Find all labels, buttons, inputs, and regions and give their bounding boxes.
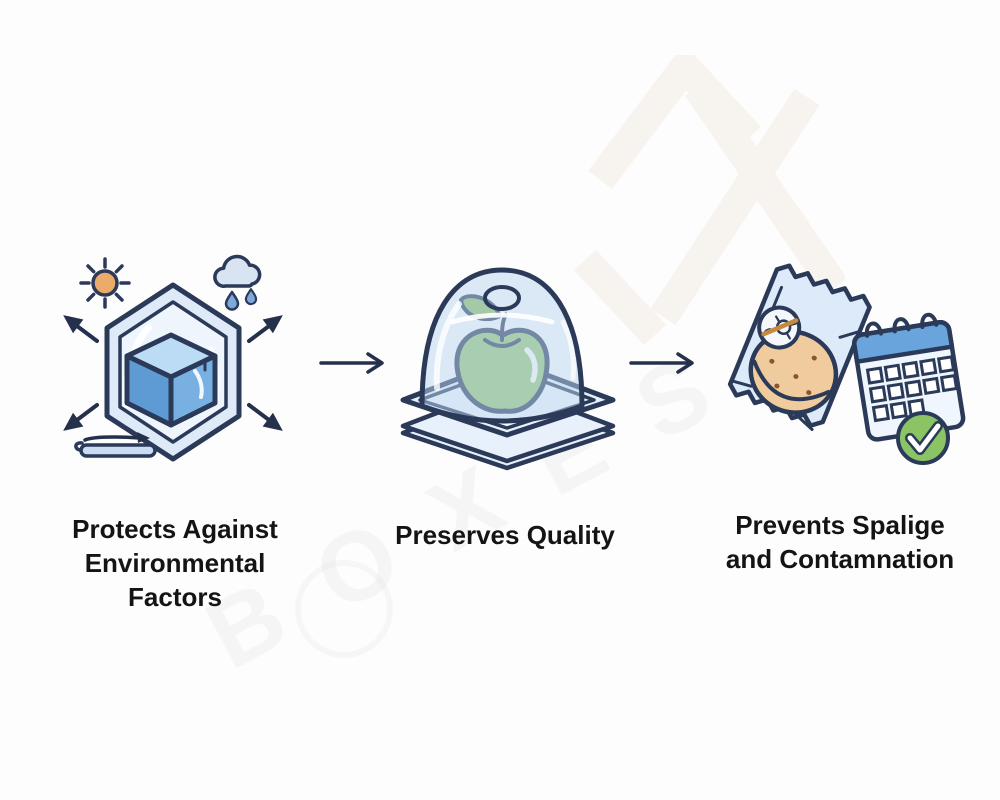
- snack-package: [727, 263, 872, 432]
- calendar-icon: [852, 312, 966, 442]
- label-line: Preserves Quality: [395, 520, 615, 550]
- check-icon: [896, 411, 950, 465]
- label-line: and Contamnation: [725, 544, 955, 574]
- flow-arrow-icon: [319, 352, 384, 374]
- label-line: Prevents Spalige: [735, 510, 945, 540]
- sealed-pack-calendar-icon: [727, 263, 966, 465]
- shielded-box-icon: [63, 254, 283, 462]
- label-line: Environmental: [84, 548, 266, 578]
- outward-arrows: [63, 315, 283, 431]
- step-preserves: Preserves Quality: [355, 250, 655, 630]
- dome: [419, 267, 585, 424]
- no-germs-badge-icon: [757, 305, 802, 350]
- step-prevents: Prevents Spalige and Contamnation: [685, 250, 995, 630]
- rain-cloud-icon: [213, 254, 262, 311]
- step-protects: Protects Against Environmental Factors: [25, 250, 325, 630]
- apple-dome-icon: [400, 267, 616, 471]
- label-line: Factors: [128, 582, 222, 612]
- spiral-rings: [864, 312, 939, 338]
- step-protects-label: Protects Against Environmental Factors: [25, 512, 325, 614]
- wind-icon: [74, 432, 157, 458]
- label-line: Protects Against: [72, 514, 278, 544]
- sun-icon: [79, 257, 131, 309]
- step-preserves-label: Preserves Quality: [355, 518, 655, 552]
- flow-arrow-icon: [629, 352, 694, 374]
- step-prevents-label: Prevents Spalige and Contamnation: [685, 508, 995, 576]
